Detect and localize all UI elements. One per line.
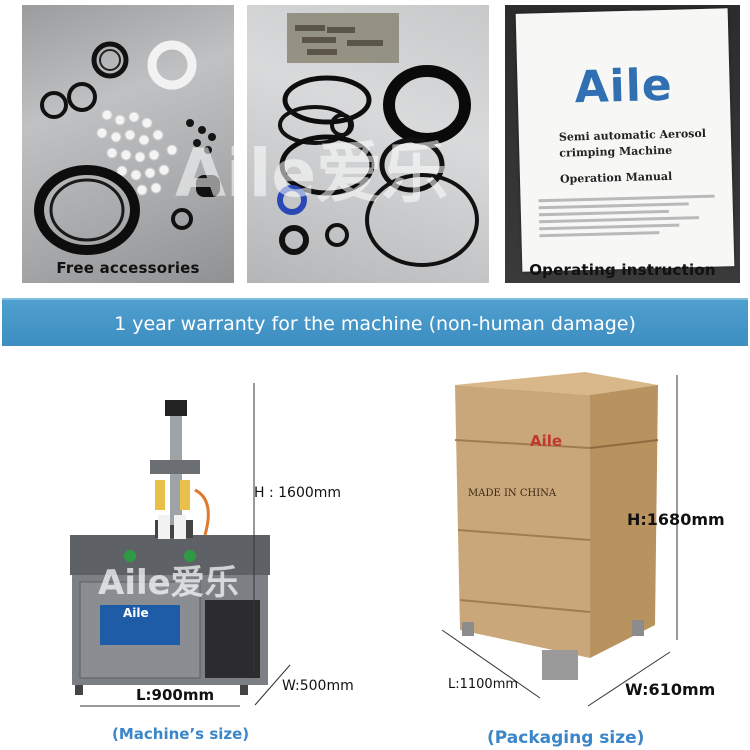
cabinet-opening: [205, 600, 260, 678]
packaging-height-label: H:1680mm: [627, 510, 725, 529]
manual-text-line: [539, 231, 660, 238]
machine-size-caption: (Machine’s size): [112, 725, 250, 743]
crate-foot: [542, 650, 578, 680]
manual-title-line-1: Semi automatic Aerosol: [558, 126, 707, 144]
machine-foot: [240, 685, 248, 695]
manual-title-line-2: crimping Machine: [559, 143, 673, 160]
o-ring: [279, 134, 375, 196]
crate-plank: [589, 439, 659, 449]
black-seal: [279, 225, 309, 255]
washers: [96, 109, 178, 196]
crate-foot: [632, 620, 644, 636]
accessories-illustration: [34, 40, 220, 255]
screws: [295, 25, 383, 55]
operation-manual: Aile Semi automatic Aerosol crimping Mac…: [515, 8, 735, 272]
machine-plate-brand: Aile: [123, 606, 149, 620]
black-washers: [186, 119, 216, 154]
large-o-ring: [365, 173, 479, 267]
top-watermark: Aile爱乐: [175, 135, 449, 212]
operating-instruction-photo: Aile Semi automatic Aerosol crimping Mac…: [505, 5, 740, 283]
warranty-banner: 1 year warranty for the machine (non-hum…: [2, 298, 748, 346]
crimp-head-base: [155, 520, 193, 538]
machine-width-label: W:500mm: [282, 678, 354, 694]
o-ring: [171, 208, 193, 230]
machine-length-label: L:900mm: [136, 686, 215, 704]
packaging-width-label: W:610mm: [625, 680, 716, 699]
fitting: [155, 480, 165, 510]
crate-plank: [457, 529, 591, 541]
manual-text-line: [538, 194, 715, 203]
o-ring: [40, 91, 68, 119]
manual-text-line: [538, 202, 689, 210]
large-seal: [34, 165, 140, 255]
crate-plank: [454, 439, 591, 449]
accessories-photo-middle: [247, 5, 489, 283]
crate-brand: Aile: [530, 432, 563, 450]
machine-watermark: Aile爱乐: [98, 563, 239, 603]
o-ring: [67, 82, 97, 112]
o-ring: [282, 75, 372, 125]
crate-foot: [462, 622, 474, 636]
packaging-size-caption: (Packaging size): [487, 728, 645, 748]
warranty-text: 1 year warranty for the machine (non-hum…: [114, 313, 636, 335]
blue-seal: [277, 185, 307, 215]
fitting: [180, 480, 190, 510]
crate-made-in-china: MADE IN CHINA: [468, 488, 557, 499]
o-ring: [91, 41, 129, 79]
thick-seal: [383, 65, 471, 145]
machine-foot: [75, 685, 83, 695]
o-ring: [99, 49, 121, 71]
seals-illustration: [277, 13, 479, 267]
crate-plank: [459, 599, 591, 613]
manual-text-line: [539, 216, 700, 224]
crimp-arm: [150, 460, 200, 474]
manual-logo: Aile: [573, 59, 674, 114]
black-bushing: [196, 175, 220, 197]
manual-text-line: [539, 223, 680, 231]
small-ring: [330, 113, 354, 137]
air-hose: [194, 488, 210, 536]
o-ring: [379, 137, 445, 193]
white-seal: [147, 40, 197, 90]
o-ring: [325, 223, 349, 247]
aerosol-can: [174, 515, 186, 539]
packaging-length-label: L:1100mm: [448, 677, 519, 692]
large-seal-inner: [49, 178, 125, 242]
crate-front: [455, 385, 590, 658]
crate-top: [455, 372, 658, 395]
aerosol-can: [158, 515, 170, 539]
accessories-photo-left: Free accessories: [22, 5, 234, 283]
accessories-caption: Free accessories: [56, 259, 200, 277]
machine: [70, 400, 270, 695]
column-handle: [165, 400, 187, 416]
manual-text-line: [538, 209, 669, 217]
instruction-caption: Operating instruction: [529, 261, 716, 279]
machine-height-label: H : 1600mm: [254, 485, 342, 501]
manual-title-line-3: Operation Manual: [559, 169, 673, 186]
machine-column: [170, 415, 182, 525]
